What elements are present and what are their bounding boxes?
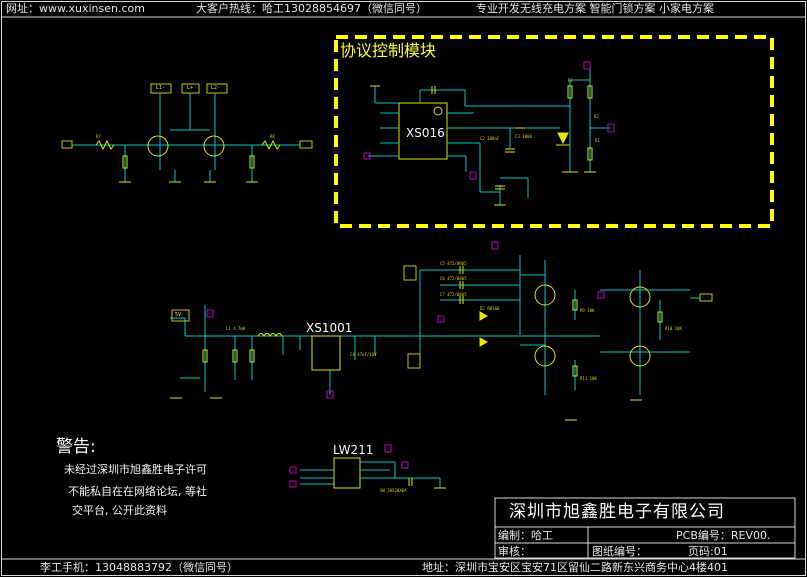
svg-text:C4 47uF/16V: C4 47uF/16V: [350, 352, 377, 357]
svg-text:R1: R1: [568, 78, 573, 83]
svg-text:C2 100nF: C2 100nF: [480, 136, 500, 141]
svg-text:R11 10K: R11 10K: [580, 376, 597, 381]
mosfet-q6: [629, 345, 651, 367]
footer-address: 地址：深圳市宝安区宝安71区留仙二路新东兴商务中心4楼401: [422, 561, 728, 574]
warning-line-2: 不能私自在在网络论坛, 等社: [68, 485, 207, 498]
svg-text:R9 10K: R9 10K: [580, 308, 595, 313]
warning-line-1: 未经过深圳市旭鑫胜电子许可: [64, 463, 207, 476]
svg-text:R2: R2: [594, 114, 599, 119]
title-block-review: 审核：: [498, 545, 531, 558]
header-hotline: 大客户热线：哈工13028854697（微信同号）: [196, 2, 427, 15]
title-block-author: 编制：哈工: [498, 529, 553, 542]
svg-text:L1 4.7mH: L1 4.7mH: [226, 326, 246, 331]
xs016-chip-label: XS016: [406, 126, 445, 140]
net-label-5v-minus: 5V-: [175, 312, 185, 318]
title-block-drawing: 图纸编号：: [592, 545, 647, 558]
header-solutions: 专业开发无线充电方案 智能门锁方案 小家电方案: [476, 2, 714, 15]
mosfet-q3: [534, 284, 556, 306]
protocol-block-title: 协议控制模块: [340, 41, 437, 60]
drive-stage-schematic: [61, 83, 313, 183]
warning-title: 警告:: [56, 437, 96, 457]
svg-text:SW_20X20X0A: SW_20X20X0A: [380, 488, 407, 493]
net-label-l-minus: L1-: [156, 85, 166, 91]
svg-text:C3 1000: C3 1000: [515, 134, 532, 139]
title-block-company: 深圳市旭鑫胜电子有限公司: [509, 502, 725, 522]
xs016-chip-body: [398, 102, 448, 160]
net-label-l2-minus: L2-: [211, 85, 221, 91]
header-website: 网址：www.xuxinsen.com: [6, 2, 145, 15]
svg-text:C6 472/0805: C6 472/0805: [440, 276, 467, 281]
protocol-highlight-box: [334, 35, 774, 228]
lw211-chip-label: LW211: [333, 443, 374, 457]
component-designators: C2 100nF R1 R2 D1 C3 1000 R7 R8 L1 4.7mH…: [96, 78, 682, 493]
mosfet-q5: [629, 286, 651, 308]
mosfet-q4: [534, 345, 556, 367]
title-block: [494, 497, 796, 559]
svg-text:R8: R8: [270, 134, 275, 139]
lw211-chip-body: [333, 457, 361, 489]
svg-text:C5 472/0805: C5 472/0805: [440, 261, 467, 266]
svg-text:C7 472/0805: C7 472/0805: [440, 292, 467, 297]
mosfet-q2: [203, 135, 225, 157]
svg-text:R10 10K: R10 10K: [665, 326, 682, 331]
protocol-schematic: [363, 61, 615, 206]
lw211-schematic: [289, 444, 446, 489]
xs1001-chip-body: [311, 335, 341, 371]
svg-text:R7: R7: [96, 134, 101, 139]
footer-mobile: 李工手机：13048883792（微信同号）: [40, 561, 238, 574]
svg-text:D1: D1: [595, 138, 600, 143]
xs1001-chip-label: XS1001: [306, 321, 353, 335]
power-stage-schematic: [170, 241, 713, 421]
title-block-pcb: PCB编号：REV00.: [676, 529, 771, 542]
mosfet-q1: [147, 135, 169, 157]
warning-line-3: 交平台, 公开此资料: [72, 504, 167, 517]
net-label-l-plus: L+: [187, 85, 194, 91]
svg-text:D2 RB160: D2 RB160: [480, 306, 500, 311]
title-block-page: 页码:01: [688, 545, 728, 558]
